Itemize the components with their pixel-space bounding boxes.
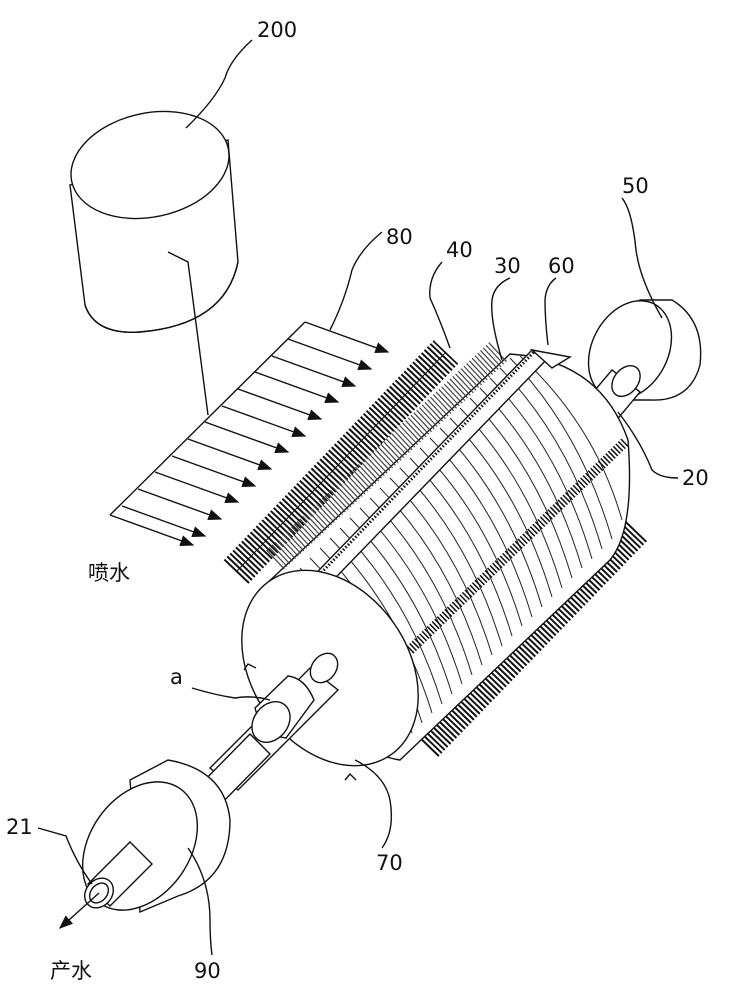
- label-70: 70: [376, 851, 403, 875]
- labels: 200 80 40 30 60 50 20 a 70 21 90 喷水 产水: [6, 18, 709, 983]
- inner-bristle-strip: [406, 438, 629, 654]
- label-60: 60: [548, 254, 575, 278]
- label-a: a: [170, 665, 183, 689]
- label-90: 90: [194, 959, 221, 983]
- label-spray-water: 喷水: [88, 561, 130, 585]
- fin-brush-40: [223, 340, 459, 584]
- label-50: 50: [622, 174, 649, 198]
- product-water-arrow: [58, 892, 100, 929]
- output-pipe-21: [58, 841, 153, 929]
- leader-lines: [37, 39, 679, 956]
- water-tank-200: [69, 110, 239, 333]
- label-80: 80: [386, 225, 413, 249]
- spray-manifold-80: [109, 321, 390, 546]
- label-200: 200: [257, 18, 297, 42]
- label-product-water: 产水: [50, 959, 92, 983]
- label-40: 40: [446, 238, 473, 262]
- label-21: 21: [6, 815, 33, 839]
- tank-feed-pipe: [167, 251, 209, 416]
- coupling-a: [251, 675, 315, 743]
- label-20: 20: [682, 466, 709, 490]
- label-30: 30: [494, 254, 521, 278]
